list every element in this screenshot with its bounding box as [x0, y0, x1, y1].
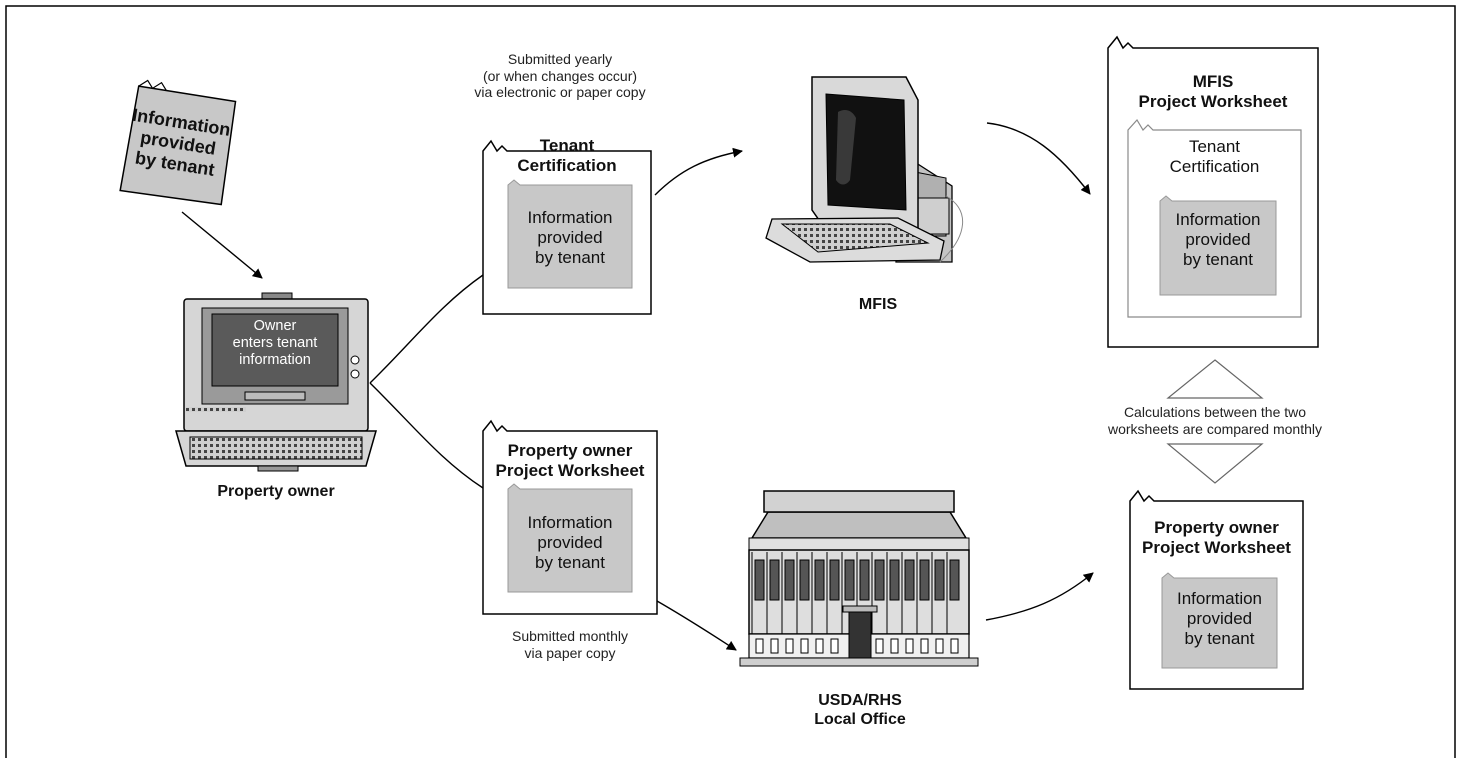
- owner-worksheet-inner-text: Information provided by tenant: [508, 513, 632, 573]
- building-lower-window: [800, 638, 809, 654]
- inner-line: Information: [527, 208, 613, 227]
- inner-line: Information: [527, 513, 613, 532]
- inner-line: by tenant: [535, 248, 605, 268]
- building-window: [949, 559, 960, 601]
- certification-title: Tenant Certification: [483, 136, 651, 176]
- tenant-info-slip: [119, 79, 237, 206]
- mfis-worksheet-document: [1107, 35, 1319, 348]
- laptop-icon: [175, 292, 377, 472]
- arrow-worksheet-to-office: [656, 600, 737, 651]
- building-window: [889, 559, 900, 601]
- comparison-line: Calculations between the two: [1123, 404, 1307, 420]
- title-line: Project Worksheet: [1142, 538, 1291, 558]
- mfis-worksheet-cert-text: Tenant Certification: [1128, 137, 1301, 177]
- inner-line: provided: [1185, 230, 1251, 250]
- building-window: [919, 559, 930, 601]
- building-lower-window: [920, 638, 929, 654]
- office-line: Local Office: [814, 710, 906, 728]
- owner-worksheet-title: Property owner Project Worksheet: [483, 441, 657, 481]
- page-border: [5, 5, 1456, 758]
- building-lower-window: [890, 638, 899, 654]
- arrow-office-to-owner-worksheet-copy: [985, 572, 1094, 621]
- owner-worksheet-copy-document: [1129, 489, 1304, 690]
- building-window: [784, 559, 795, 601]
- screen-line: information: [239, 352, 311, 369]
- arrow-slip-to-laptop: [181, 211, 263, 279]
- inner-line: by tenant: [535, 553, 605, 573]
- owner-worksheet-note: Submitted monthly via paper copy: [470, 628, 670, 661]
- mfis-label-text: MFIS: [858, 296, 898, 313]
- building-window: [754, 559, 765, 601]
- certification-inner-text: Information provided by tenant: [508, 208, 632, 268]
- note-line: Submitted yearly: [507, 51, 613, 67]
- laptop-label: Property owner: [176, 483, 376, 502]
- connector-laptop-to-certification: [369, 274, 484, 384]
- inner-line: by tenant: [1184, 629, 1255, 649]
- note-line: via paper copy: [524, 644, 616, 661]
- inner-line: provided: [1186, 609, 1253, 629]
- building-lower-window: [950, 638, 959, 654]
- laptop-screen-text: Owner enters tenant information: [212, 318, 338, 369]
- local-office-building-icon: [739, 490, 979, 667]
- title-line: Tenant: [539, 136, 595, 155]
- local-office-label: USDA/RHS Local Office: [770, 692, 950, 730]
- arrow-certification-to-mfis: [654, 147, 743, 196]
- building-lower-window: [785, 638, 794, 654]
- owner-worksheet-document: [482, 419, 658, 615]
- title-line: Certification: [517, 156, 617, 176]
- screen-line: Owner: [253, 318, 297, 334]
- inner-line: Information: [1176, 589, 1263, 608]
- arrow-mfis-to-mfis-worksheet: [986, 122, 1091, 195]
- cert-line: Certification: [1169, 157, 1260, 177]
- building-window: [829, 559, 840, 601]
- note-line: via electronic or paper copy: [474, 84, 646, 101]
- building-lower-window: [770, 638, 779, 654]
- inner-line: provided: [537, 228, 603, 248]
- building-window: [844, 559, 855, 601]
- compare-down-triangle: [1166, 443, 1264, 484]
- building-lower-window: [755, 638, 764, 654]
- screen-line: enters tenant: [232, 335, 318, 352]
- building-window: [859, 559, 870, 601]
- mfis-computer-icon: [765, 76, 963, 263]
- connector-laptop-to-owner-worksheet: [369, 382, 484, 489]
- inner-line: by tenant: [1183, 250, 1253, 270]
- office-line: USDA/RHS: [818, 692, 902, 709]
- building-window: [874, 559, 885, 601]
- comparison-note: Calculations between the two worksheets …: [1090, 404, 1340, 437]
- tenant-certification-document: [482, 139, 652, 315]
- building-lower-window: [905, 638, 914, 654]
- mfis-label: MFIS: [808, 296, 948, 315]
- building-window: [799, 559, 810, 601]
- compare-up-triangle: [1166, 359, 1264, 399]
- building-window: [769, 559, 780, 601]
- inner-line: provided: [537, 533, 603, 553]
- building-lower-window: [875, 638, 884, 654]
- note-line: Submitted monthly: [512, 628, 628, 644]
- building-window: [934, 559, 945, 601]
- building-lower-window: [815, 638, 824, 654]
- title-line: Property owner: [1154, 518, 1279, 537]
- building-lower-window: [830, 638, 839, 654]
- mfis-worksheet-title: MFIS Project Worksheet: [1108, 72, 1318, 112]
- certification-note: Submitted yearly (or when changes occur)…: [430, 51, 690, 101]
- building-lower-window: [935, 638, 944, 654]
- note-line: (or when changes occur): [482, 67, 638, 84]
- cert-line: Tenant: [1188, 137, 1241, 156]
- building-window: [814, 559, 825, 601]
- mfis-worksheet-inner-text: Information provided by tenant: [1160, 210, 1276, 270]
- title-line: Property owner: [507, 441, 633, 460]
- inner-line: Information: [1175, 210, 1261, 229]
- title-line: Project Worksheet: [495, 461, 645, 481]
- title-line: Project Worksheet: [1138, 92, 1288, 112]
- owner-worksheet-copy-inner-text: Information provided by tenant: [1162, 589, 1277, 649]
- comparison-line: worksheets are compared monthly: [1108, 420, 1322, 437]
- owner-worksheet-copy-title: Property owner Project Worksheet: [1130, 518, 1303, 558]
- building-window: [904, 559, 915, 601]
- laptop-label-text: Property owner: [217, 483, 335, 500]
- title-line: MFIS: [1192, 72, 1234, 91]
